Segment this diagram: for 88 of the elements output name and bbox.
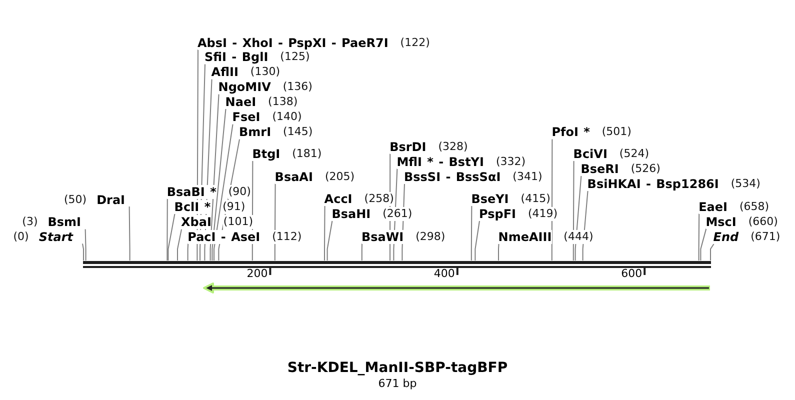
enzyme-label: BsaBI * — [166, 184, 216, 199]
sequence-length: 671 bp — [378, 377, 417, 391]
site-position: (261) — [382, 207, 412, 221]
enzyme-label: EaeI — [698, 200, 728, 214]
enzyme-label: NmeAIII — [498, 230, 552, 244]
ruler-label: 600 — [621, 266, 642, 280]
enzyme-label: BssSI - BssSαI — [404, 170, 501, 184]
ruler-label: 400 — [434, 266, 455, 280]
site-position: (91) — [222, 200, 246, 214]
enzyme-label: BtgI — [252, 147, 280, 161]
site-position: (138) — [268, 94, 298, 109]
site-position: (658) — [740, 200, 770, 214]
leader-line — [710, 244, 714, 261]
enzyme-label: PacI - AseI — [188, 230, 260, 244]
site-position: (258) — [364, 192, 394, 206]
site-position: (90) — [228, 184, 251, 199]
leader-line — [168, 213, 176, 261]
terminus-label: End — [713, 230, 739, 244]
leader-line — [572, 160, 574, 261]
leader-line — [166, 198, 168, 261]
enzyme-label: XbaI — [181, 215, 212, 230]
site-position: (671) — [750, 230, 780, 244]
leader-line — [177, 228, 182, 261]
site-position: (415) — [520, 192, 550, 206]
enzyme-label: AccI — [324, 192, 352, 206]
site-position: (112) — [272, 230, 302, 244]
enzyme-label: BseYI — [471, 192, 509, 206]
enzyme-label: BsrDI — [390, 140, 426, 154]
enzyme-label: MscI — [706, 214, 736, 229]
site-position: (125) — [280, 50, 310, 64]
site-position: (136) — [282, 80, 312, 94]
leader-line — [498, 243, 500, 261]
leader-line — [212, 108, 226, 261]
enzyme-label: BsmI — [48, 215, 82, 230]
site-position: (145) — [283, 125, 313, 140]
leader-line — [84, 228, 86, 261]
leader-line — [551, 138, 553, 261]
enzyme-label: BciVI — [573, 147, 608, 161]
leader-line — [326, 220, 333, 261]
enzyme-label: SfiI - BglI — [204, 50, 268, 64]
leader-line — [128, 206, 130, 261]
enzyme-label: BseRI — [580, 162, 619, 176]
enzyme-label: MflI * - BstYI — [396, 154, 484, 169]
dna-backbone — [83, 260, 711, 268]
enzyme-label: NaeI — [225, 94, 256, 109]
enzyme-label: FseI — [232, 110, 260, 124]
site-position: (298) — [416, 230, 446, 244]
site-position: (660) — [748, 214, 778, 229]
enzyme-label: PfoI * — [552, 125, 590, 140]
enzyme-label: BsiHKAI - Bsp1286I — [587, 177, 719, 191]
site-position: (140) — [272, 110, 302, 124]
site-position: (524) — [619, 147, 650, 161]
site-position: (328) — [438, 140, 468, 154]
leader-line — [361, 243, 362, 261]
enzyme-label: PspFI — [479, 207, 516, 221]
enzyme-label: BsaAI — [274, 170, 313, 184]
site-position: (534) — [730, 177, 760, 191]
site-position: (101) — [223, 215, 253, 230]
site-position: (341) — [512, 170, 542, 184]
site-position: (0) — [13, 230, 29, 244]
site-position: (332) — [496, 154, 526, 169]
leader-line — [470, 206, 472, 261]
terminus-label: Start — [38, 230, 73, 244]
site-position: (526) — [630, 162, 660, 176]
enzyme-label: NgoMIV — [218, 80, 271, 94]
leader-line — [700, 228, 707, 261]
enzyme-label: AbsI - XhoI - PspXI - PaeR7I — [198, 36, 388, 50]
site-position: (130) — [250, 65, 280, 80]
site-position: (444) — [564, 230, 594, 244]
site-position: (181) — [292, 147, 322, 161]
site-position: (50) — [64, 192, 87, 206]
leader-line — [474, 220, 480, 261]
map-title: Str-KDEL_ManII-SBP-tagBFP — [287, 360, 508, 376]
leader-line — [187, 243, 189, 261]
site-position: (419) — [528, 207, 558, 221]
ruler-label: 200 — [246, 266, 268, 280]
enzyme-label: BclI * — [174, 200, 211, 214]
leader-line — [82, 243, 84, 261]
site-position: (3) — [22, 215, 38, 230]
leader-line — [324, 206, 326, 261]
site-position: (122) — [400, 36, 430, 50]
site-position: (205) — [324, 170, 355, 184]
site-position: (501) — [602, 125, 632, 140]
enzyme-label: DraI — [96, 192, 126, 206]
leader-line — [698, 213, 700, 261]
enzyme-label: BsaHI — [332, 207, 371, 221]
enzyme-label: BsaWI — [362, 230, 404, 244]
leader-line — [214, 124, 234, 261]
